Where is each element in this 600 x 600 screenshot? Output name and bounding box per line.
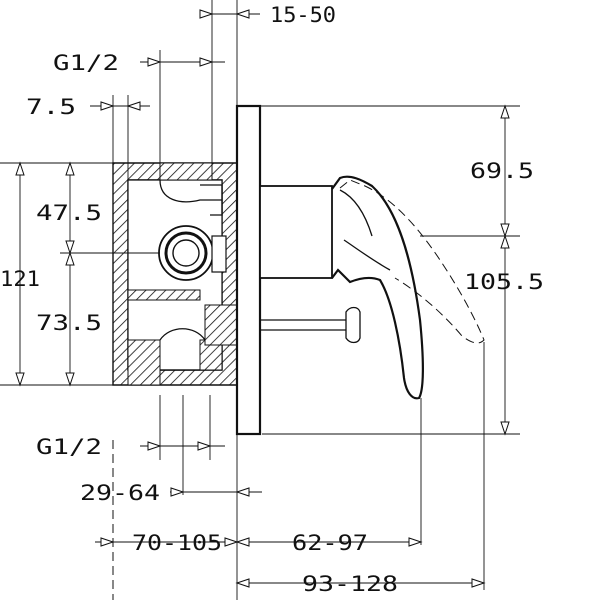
dim-label-93-128: 93-128 — [302, 572, 398, 596]
dimension-labels: 15-50 G1/2 7.5 47.5 121 73.5 69.5 105.5 … — [0, 3, 544, 596]
dim-label-62-97: 62-97 — [292, 531, 368, 555]
dim-label-7-5: 7.5 — [26, 95, 76, 119]
cartridge-hatch — [204, 304, 238, 346]
port-hub — [211, 235, 227, 273]
dim-label-70-105: 70-105 — [132, 531, 222, 555]
dim-label-29-64: 29-64 — [80, 481, 160, 505]
dim-label-g-half-bottom: G1/2 — [36, 435, 102, 459]
lever-handle — [331, 175, 424, 400]
dim-label-69-5: 69.5 — [470, 159, 534, 183]
valve-body-section — [112, 162, 238, 386]
lever-alt-position — [339, 179, 485, 344]
partition-mid-hatch — [127, 289, 201, 301]
wall-plate — [235, 104, 262, 436]
dim-label-47-5: 47.5 — [36, 201, 102, 225]
wall-plate-and-handle — [235, 104, 485, 436]
dim-label-g-half-top: G1/2 — [53, 51, 119, 75]
diverter-knob — [260, 306, 361, 344]
partition-bottom-left-hatch — [127, 339, 161, 386]
outlet-port-inner — [172, 239, 200, 267]
partition-top-hatch — [159, 162, 213, 181]
internal-passage-bottom — [159, 328, 206, 371]
dim-label-105-5: 105.5 — [464, 270, 544, 294]
lever-handle-inner — [339, 189, 391, 271]
handle-body — [259, 185, 333, 279]
internal-passage-top — [159, 179, 223, 216]
dim-label-15-50: 15-50 — [270, 3, 336, 27]
dimension-lines — [15, 9, 510, 588]
dim-label-73-5: 73.5 — [36, 311, 102, 335]
dim-label-121: 121 — [0, 267, 40, 291]
